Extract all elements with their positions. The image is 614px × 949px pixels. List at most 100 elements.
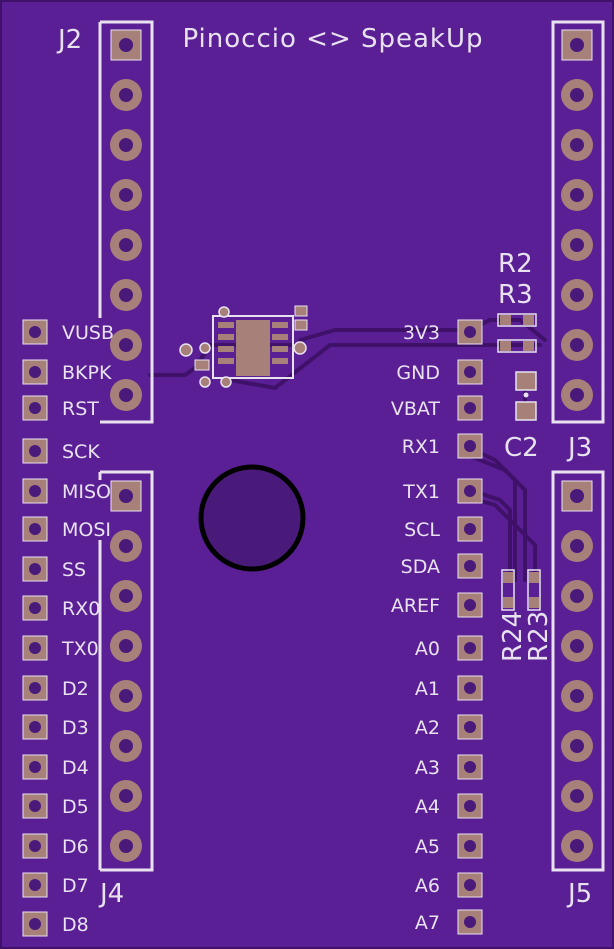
right-pin-label: 3V3 (403, 322, 440, 344)
left-pin-label: BKPK (62, 362, 112, 384)
left-pin-label: D2 (62, 678, 89, 700)
left-pin-pad-hole (29, 800, 41, 812)
right-pin-pad-hole (464, 402, 476, 414)
right-pin-label: A2 (415, 717, 440, 739)
right-pin-label: A1 (415, 678, 440, 700)
j4-pin-6-hole (119, 739, 133, 753)
left-pin-label: VUSB (62, 322, 114, 344)
j3-pin-4-hole (570, 188, 584, 202)
left-pin-label: D6 (62, 836, 89, 858)
j5-label: J5 (566, 879, 592, 909)
r24-resistor (501, 569, 515, 611)
left-pin-label: MISO (62, 481, 111, 503)
j4-pins (110, 480, 142, 862)
right-pin-label: A0 (415, 638, 440, 660)
trace-3v3 (298, 328, 470, 342)
left-pin-label: D7 (62, 875, 89, 897)
right-edge-pins: 3V3GNDVBATRX1TX1SCLSDAAREFA0A1A2A3A4A5A6… (391, 319, 483, 935)
j5-pin-1-hole (570, 489, 584, 503)
right-pin-label: SCL (404, 519, 440, 541)
left-pin-label: SS (62, 559, 86, 581)
r2-label: R2 (498, 249, 533, 279)
j2-pin-8-hole (119, 388, 133, 402)
j3-pin-8-hole (570, 388, 584, 402)
left-pin-pad-hole (29, 761, 41, 773)
j5-pin-2-hole (570, 539, 584, 553)
left-pin-pad-hole (29, 366, 41, 378)
j5-pin-4-hole (570, 639, 584, 653)
j3-pin-1 (561, 29, 593, 61)
j4-pin-1-hole (119, 489, 133, 503)
left-pin-label: D4 (62, 757, 89, 779)
right-pin-pad-hole (464, 642, 476, 654)
right-pin-label: AREF (391, 595, 440, 617)
ic-body (236, 320, 270, 376)
j2-pin-3-hole (119, 138, 133, 152)
left-pin-pad-hole (29, 918, 41, 930)
trace-tx1-a (468, 488, 512, 582)
left-pin-pad-hole (29, 840, 41, 852)
r3-resistor (497, 339, 537, 353)
j2-pins (110, 29, 142, 411)
right-pin-pad-hole (464, 800, 476, 812)
left-pin-pad (22, 395, 48, 421)
right-pin-label: A6 (415, 875, 440, 897)
right-pin-pad-hole (464, 366, 476, 378)
j2-pin-4-hole (119, 188, 133, 202)
j3-pin-6-hole (570, 288, 584, 302)
left-pin-pad-hole (29, 485, 41, 497)
j3-outline (551, 20, 605, 424)
right-pin-label: RX1 (402, 436, 440, 458)
j2-outline (100, 20, 154, 424)
ic-passives (194, 305, 308, 371)
left-pin-label: SCK (62, 441, 100, 463)
j5-pin-8-hole (570, 839, 584, 853)
j3-pin-1-hole (570, 38, 584, 52)
right-pin-pad-hole (464, 599, 476, 611)
r23-resistor (527, 569, 541, 611)
right-pin-label: GND (396, 362, 440, 384)
trace-ic-3v3 (228, 343, 472, 390)
left-pin-pad-hole (29, 326, 41, 338)
j3-pin-2-hole (570, 88, 584, 102)
left-pin-pad-hole (29, 879, 41, 891)
right-pin-pad-hole (464, 523, 476, 535)
left-pin-label: D5 (62, 796, 89, 818)
right-pin-label: A4 (415, 796, 440, 818)
r3-label: R3 (498, 280, 533, 310)
left-pin-label: D8 (62, 914, 89, 936)
speaker-mount-hole (198, 464, 306, 572)
left-pin-pad-hole (29, 402, 41, 414)
ic-pins-left (218, 322, 234, 364)
c2-label: C2 (504, 433, 539, 463)
left-pin-pad-hole (29, 642, 41, 654)
left-pin-pad-hole (29, 602, 41, 614)
left-edge-pins: VUSBBKPKRSTSCKMISOMOSISSRX0TX0D2D3D4D5D6… (22, 319, 114, 937)
j5-pin-3-hole (570, 589, 584, 603)
right-pin-pad-hole (464, 721, 476, 733)
left-pin-pad (22, 516, 48, 542)
r24-label: R24 (498, 611, 528, 662)
j2-pin-7-hole (119, 338, 133, 352)
j4-pin-8-hole (119, 839, 133, 853)
j2-pin-6-hole (119, 288, 133, 302)
j4-label: J4 (98, 879, 124, 909)
left-pin-label: RST (62, 398, 99, 420)
left-pin-label: MOSI (62, 519, 111, 541)
ic-vias (179, 341, 307, 388)
board-title: Pinoccio <> SpeakUp (182, 24, 483, 54)
left-pin-pad-hole (29, 721, 41, 733)
right-pin-pad-hole (464, 440, 476, 452)
left-pin-pad-hole (29, 682, 41, 694)
right-pin-pad-hole (464, 326, 476, 338)
right-pin-pad-hole (464, 879, 476, 891)
right-pin-label: TX1 (402, 481, 440, 503)
r2-resistor (497, 313, 537, 327)
j5-outline (551, 470, 605, 872)
ic-silk-outline (212, 315, 294, 379)
left-pin-pad-hole (29, 445, 41, 457)
right-pin-pad-hole (464, 485, 476, 497)
